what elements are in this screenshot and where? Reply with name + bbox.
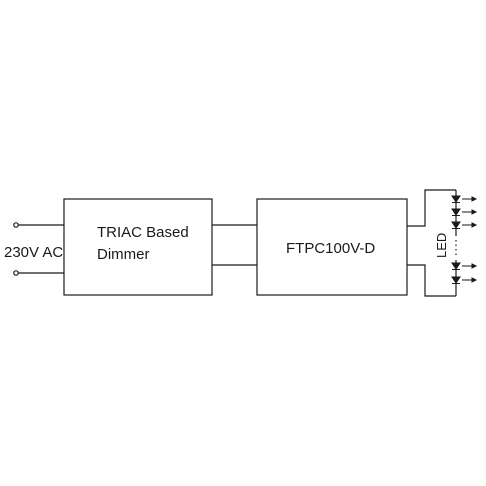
driver-led-wire-top — [407, 189, 456, 227]
led-diode — [451, 276, 478, 284]
led-diodes — [451, 195, 478, 284]
led-diode — [451, 195, 478, 203]
input-label: 230V AC — [4, 244, 63, 261]
led-diode — [451, 221, 478, 229]
driver-label: FTPC100V-D — [286, 240, 375, 257]
input-terminal-bottom — [13, 270, 19, 276]
led-diode — [451, 208, 478, 216]
driver-block — [256, 198, 408, 296]
led-label: LED — [434, 233, 449, 258]
dimmer-block — [63, 198, 213, 296]
led-diode — [451, 262, 478, 270]
driver-led-wire-bottom — [407, 264, 456, 297]
dimmer-label-line2: Dimmer — [97, 246, 150, 263]
dimmer-label-line1: TRIAC Based — [97, 224, 189, 241]
input-terminal-top — [13, 222, 19, 228]
